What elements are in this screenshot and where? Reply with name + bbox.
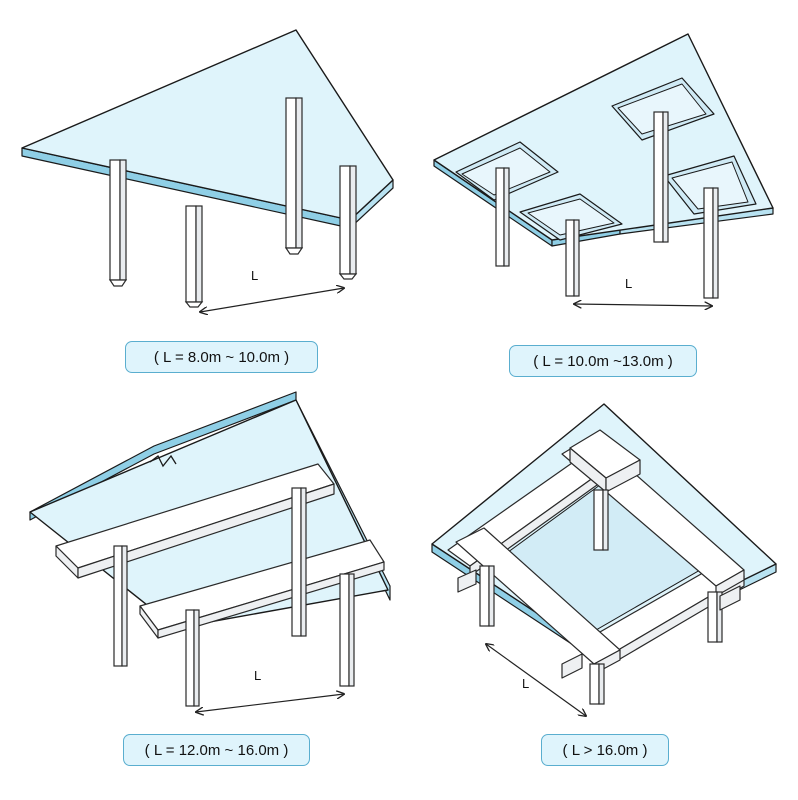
span-label: L xyxy=(254,668,262,683)
span-dimension-arrow xyxy=(200,288,344,312)
span-range-caption: ( L > 16.0m ) xyxy=(541,734,669,766)
beam xyxy=(55,463,335,579)
column xyxy=(185,609,200,707)
column xyxy=(338,165,358,280)
span-range-caption: ( L = 12.0m ~ 16.0m ) xyxy=(123,734,310,766)
column xyxy=(339,573,355,687)
column-capital xyxy=(569,429,641,493)
break-mark xyxy=(149,454,177,468)
span-range-caption: ( L = 8.0m ~ 10.0m ) xyxy=(125,341,318,373)
coffer-recess xyxy=(663,155,757,215)
beam-stub xyxy=(719,585,741,611)
span-label: L xyxy=(625,276,633,291)
column xyxy=(653,111,669,243)
beam-stub xyxy=(457,569,477,593)
column xyxy=(593,489,609,551)
coffer-recess xyxy=(519,193,623,241)
column xyxy=(565,219,580,297)
column xyxy=(184,205,204,308)
span-range-caption: ( L = 10.0m ~13.0m ) xyxy=(509,345,697,377)
span-label: L xyxy=(251,268,259,283)
column xyxy=(479,565,495,627)
span-dimension-arrow xyxy=(574,304,712,306)
column xyxy=(703,187,719,299)
coffer-recess xyxy=(611,77,715,141)
beam-stub xyxy=(561,653,583,679)
span-dimension-arrow xyxy=(486,644,586,716)
span-label: L xyxy=(522,676,530,691)
waffle-slab-diagram xyxy=(433,33,774,306)
flat-slab xyxy=(21,29,394,229)
column xyxy=(291,487,307,637)
one-way-beam-slab-diagram xyxy=(29,391,391,712)
column xyxy=(284,97,304,255)
column xyxy=(113,545,128,667)
column xyxy=(495,167,510,267)
column xyxy=(589,663,605,705)
beam xyxy=(455,527,621,675)
beam xyxy=(139,539,385,639)
column xyxy=(707,591,723,643)
beam-grid-diagram xyxy=(431,403,777,716)
span-dimension-arrow xyxy=(196,694,344,712)
flat-slab-diagram xyxy=(21,29,394,312)
column xyxy=(108,159,128,287)
